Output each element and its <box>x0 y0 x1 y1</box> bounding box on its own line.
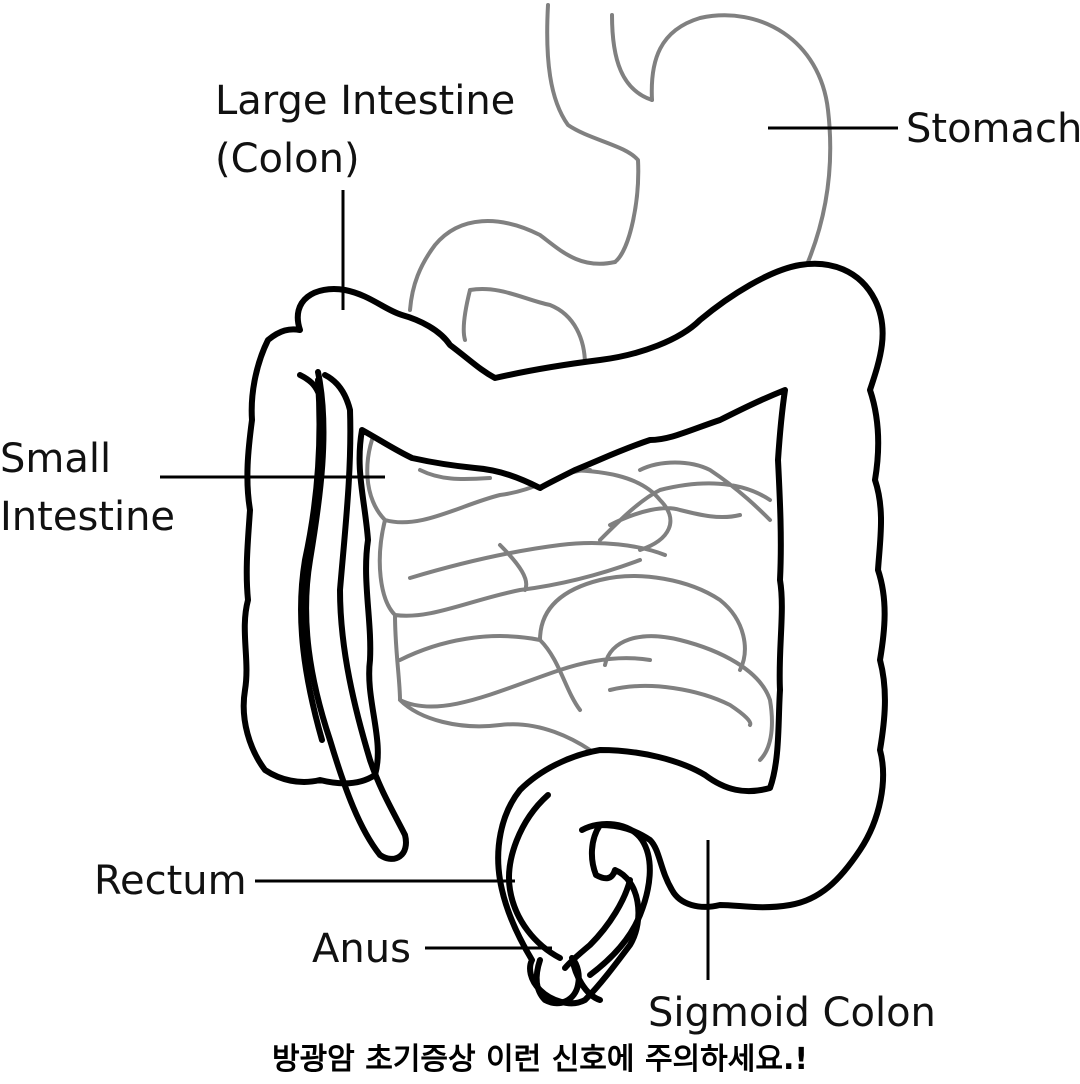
label-large-intestine-line2: (Colon) <box>215 136 360 182</box>
label-small-intestine: Small Intestine <box>0 430 175 546</box>
label-sigmoid-colon: Sigmoid Colon <box>648 990 936 1036</box>
caption-text: 방광암 초기증상 이런 신호에 주의하세요.! <box>271 1042 809 1077</box>
label-stomach: Stomach <box>906 106 1080 152</box>
label-large-intestine-line1: Large Intestine <box>215 78 516 124</box>
colon-shape <box>240 260 888 1007</box>
label-rectum: Rectum <box>94 858 247 904</box>
anus-shape <box>533 955 603 1007</box>
stomach-shape <box>408 13 833 367</box>
esophagus-shape <box>545 3 654 264</box>
small-intestine-loops <box>365 418 774 762</box>
label-anus: Anus <box>312 926 411 972</box>
label-large-intestine: Large Intestine (Colon) <box>215 72 515 188</box>
label-small-intestine-line2: Intestine <box>0 494 176 540</box>
label-small-intestine-line1: Small <box>0 436 112 482</box>
colon-inner-fold <box>298 377 325 743</box>
